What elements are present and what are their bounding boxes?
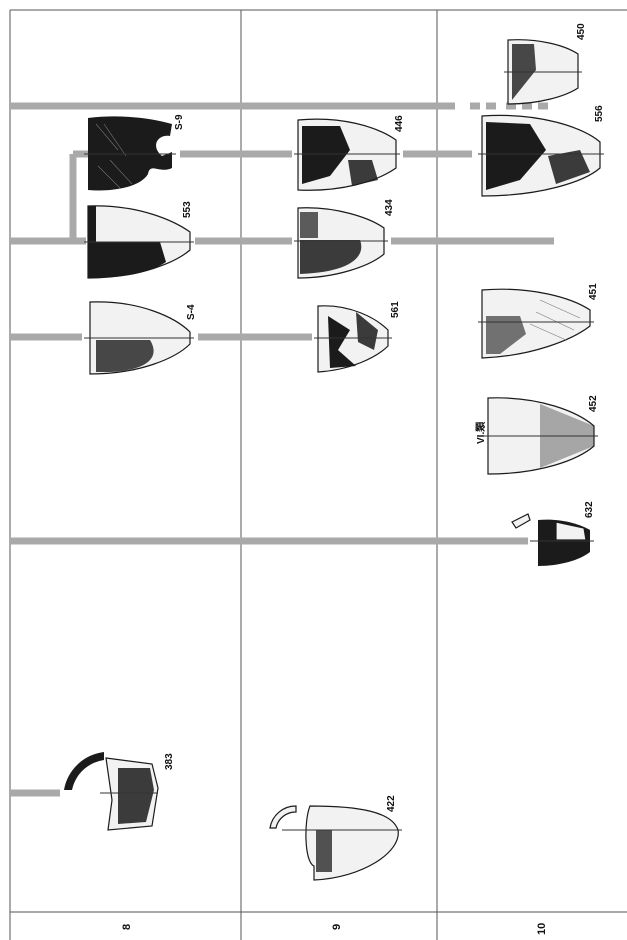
- vessel-number-383: 383: [164, 753, 175, 770]
- vessel-number-422: 422: [386, 795, 397, 812]
- vessel-446: 446: [294, 115, 405, 190]
- vessel-number-S-9: S-9: [174, 114, 185, 130]
- vessel-number-450: 450: [576, 23, 587, 40]
- phase-label-8: 8: [121, 924, 133, 930]
- vessel-number-561: 561: [390, 301, 401, 318]
- vessel-number-446: 446: [394, 115, 405, 132]
- vessel-number-452: 452: [588, 395, 599, 412]
- vessel-422: 422: [270, 795, 402, 880]
- vessel-561: 561: [314, 301, 401, 372]
- vessel-383: 383: [64, 752, 175, 830]
- vessel-451: 451: [478, 283, 599, 358]
- phase-label-10: 10: [536, 923, 548, 935]
- vessel-number-556: 556: [594, 105, 605, 122]
- phase-label-9: 9: [331, 924, 343, 930]
- vessel-S-4: S-4: [84, 302, 197, 374]
- vessel-556: 556: [478, 105, 605, 196]
- vessel-553: 553: [84, 201, 194, 278]
- type-annotation: VI.類: [474, 421, 487, 444]
- vessel-number-434: 434: [384, 199, 395, 216]
- vessel-450: 450: [504, 23, 587, 104]
- vessel-number-553: 553: [182, 201, 193, 218]
- vessel-number-632: 632: [584, 501, 595, 518]
- vessel-632: 632: [512, 501, 595, 566]
- vessel-452: 452 VI.類: [474, 395, 599, 474]
- vessel-number-S-4: S-4: [186, 304, 197, 320]
- vessel-S-9: S-9: [84, 114, 185, 190]
- vessel-number-451: 451: [588, 283, 599, 300]
- vessel-434: 434: [294, 199, 395, 278]
